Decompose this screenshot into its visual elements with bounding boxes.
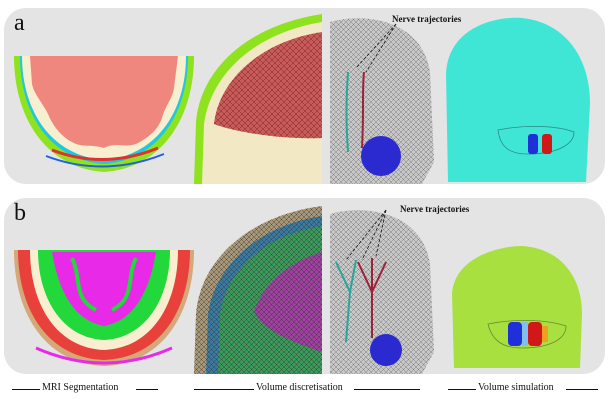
- footer-rule: [354, 389, 420, 390]
- panel-a-letter: a: [14, 10, 25, 37]
- volume-mesh-a: [194, 12, 324, 184]
- footer-mri-label: MRI Segmentation: [42, 382, 118, 393]
- footer-simulation-label: Volume simulation: [478, 382, 554, 393]
- skull-nerves-a: [326, 12, 436, 184]
- simulation-b: [448, 244, 588, 370]
- nerve-trajectories-label-b: Nerve trajectories: [400, 204, 469, 214]
- footer-rule: [448, 389, 476, 390]
- panel-b-letter: b: [14, 200, 26, 227]
- mri-segmentation-a: [12, 48, 197, 178]
- simulation-a: [438, 14, 598, 184]
- footer-rule: [136, 389, 158, 390]
- mri-segmentation-b: [12, 248, 197, 368]
- footer-rule: [566, 389, 598, 390]
- panel-b: b Nerve traj: [4, 198, 605, 374]
- footer-volume-label: Volume discretisation: [256, 382, 343, 393]
- footer-rule: [12, 389, 40, 390]
- volume-mesh-b: [194, 202, 324, 374]
- panel-a: a Nerve trajector: [4, 8, 605, 184]
- footer-rule: [194, 389, 254, 390]
- skull-nerves-b: [326, 202, 436, 374]
